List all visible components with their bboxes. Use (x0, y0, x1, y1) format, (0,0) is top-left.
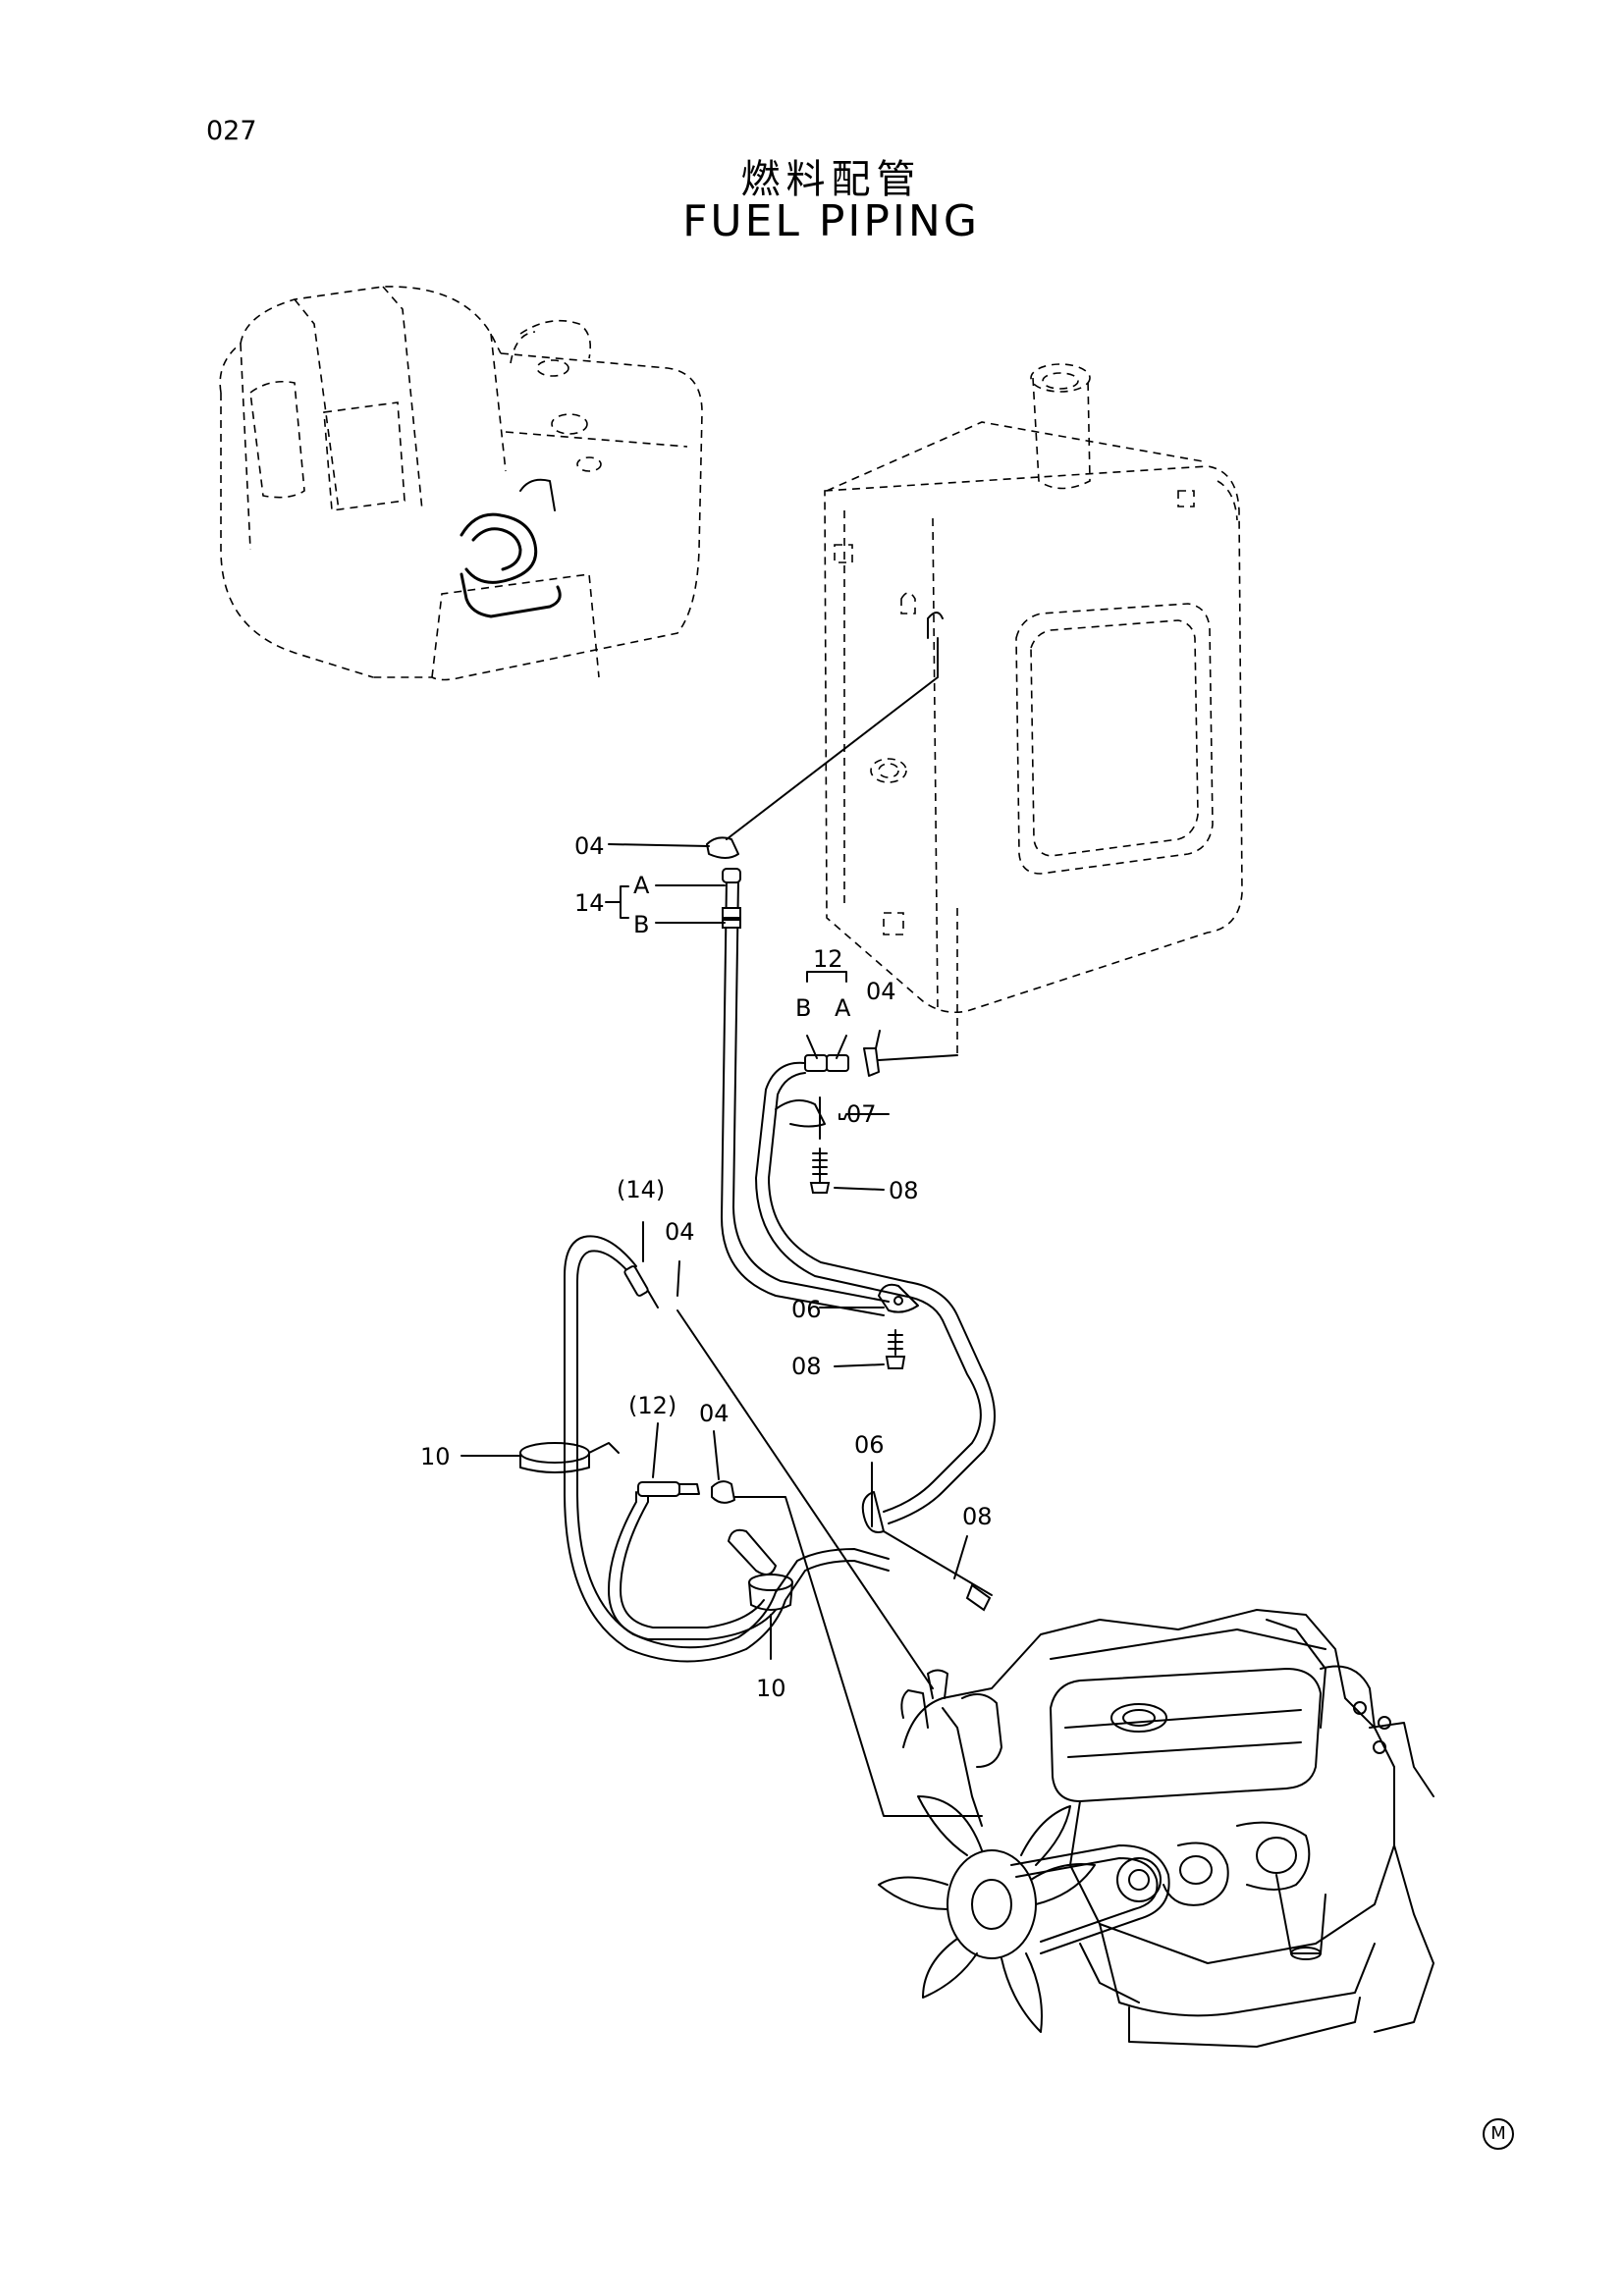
callout-10-left: 10 (420, 1443, 451, 1470)
manufacturer-mark: M (1483, 2118, 1514, 2150)
callout-06-lower: 06 (854, 1431, 885, 1459)
callout-04-tank: 04 (866, 978, 896, 1005)
callout-08-upper: 08 (889, 1177, 919, 1204)
callout-04-lower: 04 (699, 1400, 730, 1427)
callout-12-a: A (835, 994, 851, 1022)
callout-labels: 04 14 A B 12 B A 04 07 08 (14) 04 06 08 … (420, 832, 993, 1702)
callout-leaders (460, 843, 968, 1660)
callout-14-a: A (633, 872, 650, 899)
engine-assembly (878, 1609, 1434, 2048)
title-japanese: 燃料配管 (740, 157, 922, 202)
return-hose-loop (519, 1235, 890, 1663)
leader-lines (676, 1309, 983, 1817)
page-number: 027 (206, 116, 257, 146)
callout-14: 14 (574, 889, 605, 917)
callout-06-upper: 06 (791, 1296, 822, 1323)
callout-12: 12 (813, 945, 843, 973)
callout-12-b: B (795, 994, 811, 1022)
hose-14 (706, 836, 890, 1316)
callout-10-bottom: 10 (756, 1675, 786, 1702)
callout-07: 07 (846, 1100, 877, 1128)
callout-12-ref: (12) (628, 1392, 676, 1419)
callout-14-b: B (633, 911, 649, 938)
callout-04-mid: 04 (665, 1218, 695, 1246)
clamps-bolts (809, 1148, 993, 1612)
fuel-tank (726, 363, 1243, 1055)
callout-04-top: 04 (574, 832, 605, 860)
callout-08-lower: 08 (962, 1503, 993, 1530)
excavator-overview (219, 286, 703, 681)
callout-14-ref: (14) (617, 1176, 665, 1203)
hose-12 (755, 1047, 996, 1524)
title-english: FUEL PIPING (682, 196, 980, 246)
callout-08-mid: 08 (791, 1353, 822, 1380)
